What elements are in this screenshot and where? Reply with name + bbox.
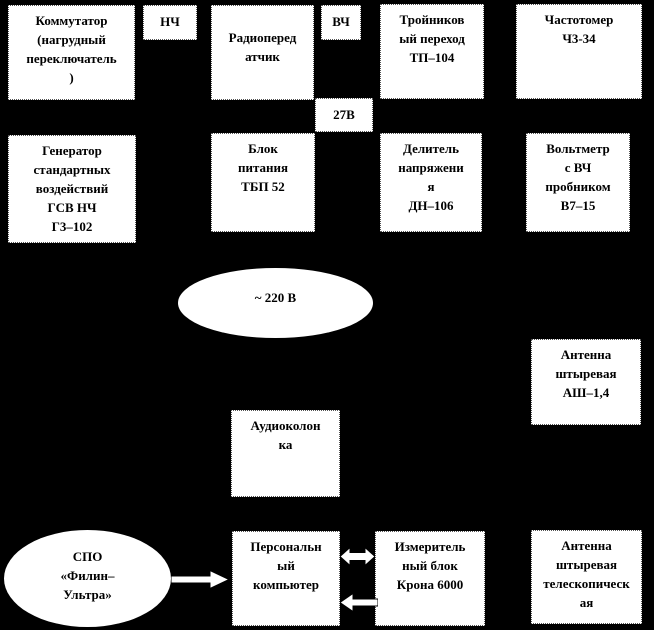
node-speaker: Аудиоколон ка: [231, 410, 340, 497]
node-personal-computer: Персональн ый компьютер: [232, 531, 340, 626]
node-spo-filin-ultra: СПО «Филин– Ультра»: [4, 530, 171, 627]
arrow-right-icon: [171, 570, 230, 589]
node-voltage-divider: Делитель напряжени я ДН–106: [380, 133, 482, 232]
node-label-nch: НЧ: [143, 5, 197, 40]
node-antenna-telescopic: Антенна штыревая телескопическ ая: [531, 530, 642, 624]
node-radio-transmitter: Радиоперед атчик: [211, 5, 314, 100]
node-voltmeter: Вольтметр с ВЧ пробником В7–15: [526, 133, 630, 232]
node-generator: Генератор стандартных воздействий ГСВ НЧ…: [8, 135, 136, 243]
node-frequency-meter: Частотомер Ч3-34: [516, 4, 642, 99]
node-mains-220v: ~ 220 В: [178, 268, 373, 338]
arrow-left-icon: [340, 593, 378, 612]
node-power-supply: Блок питания ТБП 52: [211, 133, 315, 232]
node-antenna-rod: Антенна штыревая АШ–1,4: [531, 339, 641, 425]
node-label-27v: 27В: [315, 98, 373, 132]
arrow-double-horizontal-icon: [340, 545, 375, 568]
node-measuring-unit: Измеритель ный блок Крона 6000: [375, 531, 485, 626]
node-label-vch: ВЧ: [321, 5, 361, 40]
node-tee-adapter: Тройников ый переход ТП–104: [380, 4, 484, 99]
node-commutator: Коммутатор (нагрудный переключатель ): [8, 5, 135, 100]
